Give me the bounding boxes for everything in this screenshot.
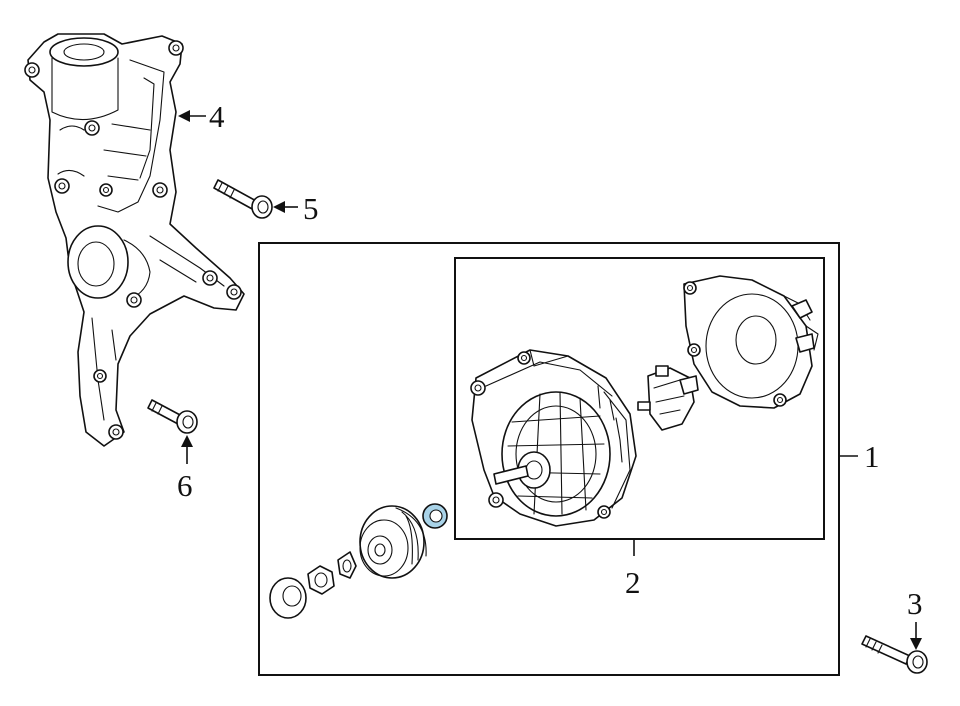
mounting-bracket[interactable] (24, 33, 245, 447)
pulley-cap[interactable] (269, 577, 307, 619)
callout-4: 4 (209, 99, 225, 134)
callout-leaders (178, 110, 922, 650)
alternator-pulley[interactable] (359, 505, 427, 579)
bolt-6[interactable] (147, 399, 198, 434)
alternator-body[interactable] (470, 349, 637, 527)
callout-2: 2 (625, 565, 641, 600)
assembly-1-frame (258, 242, 840, 676)
assembly-2-frame (454, 257, 825, 540)
callout-3: 3 (907, 586, 923, 621)
bolt-5[interactable] (213, 179, 273, 219)
voltage-regulator[interactable] (637, 365, 699, 431)
callout-6: 6 (177, 468, 193, 503)
callout-5: 5 (303, 191, 319, 226)
bolt-3[interactable] (861, 635, 928, 674)
callout-1: 1 (864, 439, 880, 474)
rear-end-cover[interactable] (683, 275, 819, 409)
pulley-nut[interactable] (307, 565, 335, 595)
highlighted-washer[interactable] (422, 503, 448, 529)
pulley-spacer[interactable] (337, 551, 357, 579)
